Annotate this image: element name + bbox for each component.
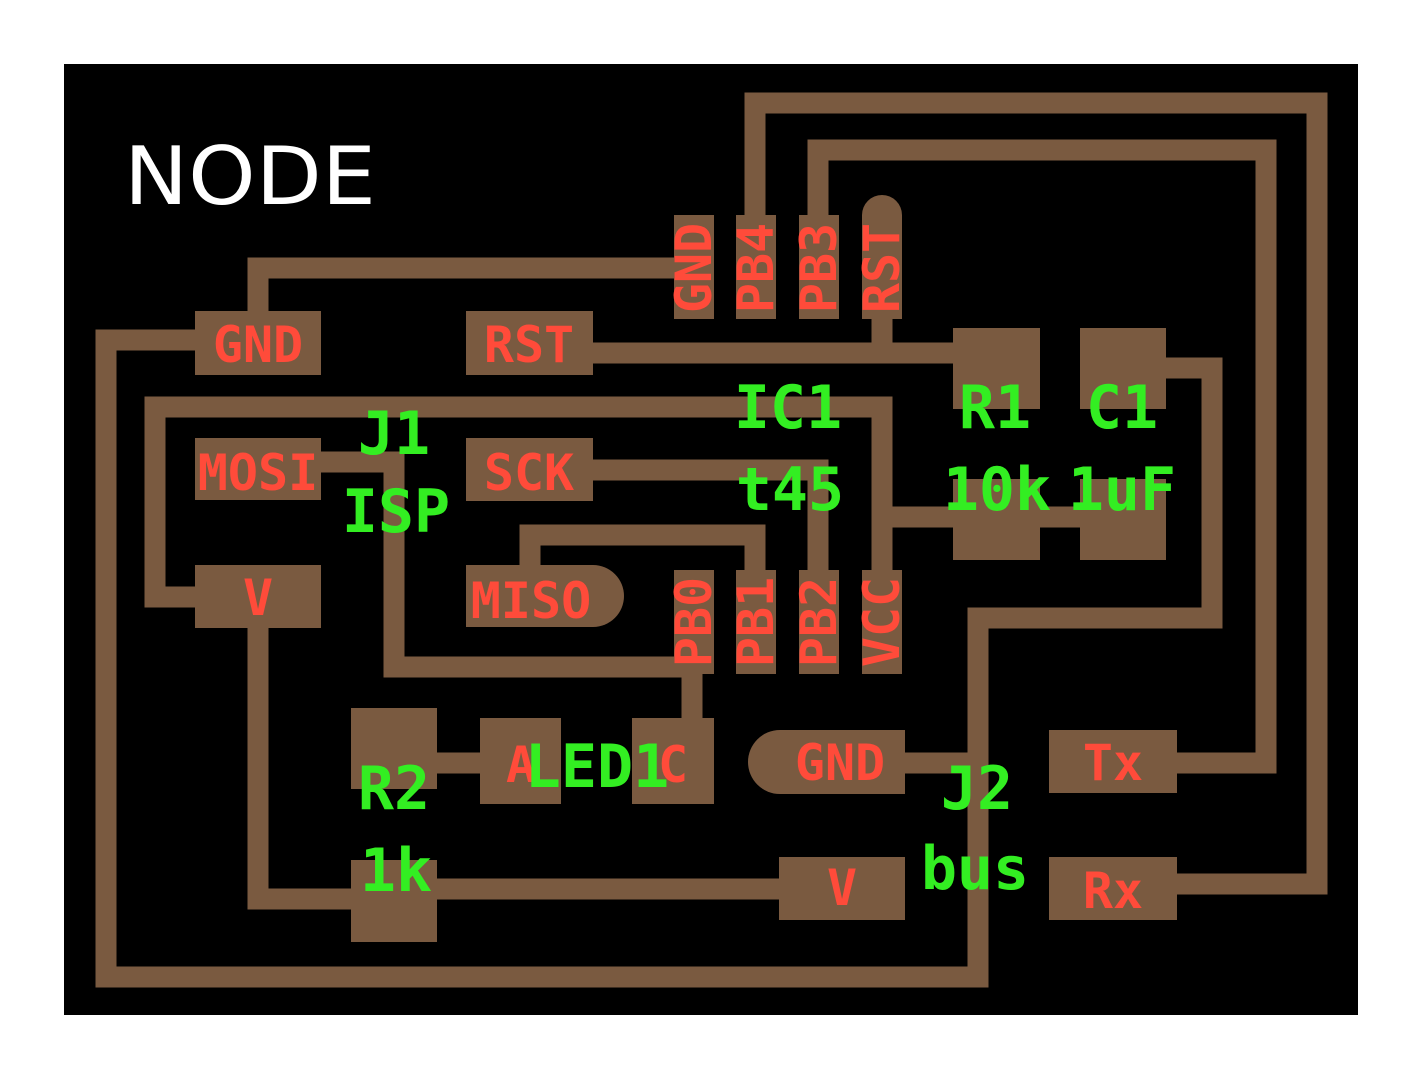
copper-traces [95, 92, 1328, 988]
pad-led-a [480, 718, 561, 804]
label-j2-ref: J2 [941, 754, 1013, 824]
label-c1-ref: C1 [1086, 373, 1158, 443]
label-j1-miso: MISO [471, 572, 591, 630]
label-led-a: A [506, 736, 536, 794]
label-j2-rx: Rx [1083, 862, 1143, 920]
label-ic-pb2: PB2 [790, 577, 848, 667]
part-labels: J1 ISP IC1 t45 R1 10k C1 1uF R2 1k LED1 … [342, 373, 1176, 906]
trace-sck-pb2 [560, 459, 829, 600]
label-j2-value: bus [921, 834, 1029, 904]
pad-ic-rst [862, 195, 902, 319]
pad-r2-top [351, 708, 437, 789]
pad-ic-pb4 [736, 215, 776, 319]
label-led-ref: LED1 [525, 732, 670, 802]
trace-gnd-bus-loop [95, 329, 1223, 988]
pad-ic-vcc [862, 570, 902, 674]
label-j1-ref: J1 [358, 399, 430, 469]
pad-r1-bottom [953, 479, 1040, 560]
label-j1-sck: SCK [484, 444, 574, 502]
pad-ic-pb3 [799, 215, 839, 319]
pad-c1-top [1080, 328, 1166, 409]
label-ic-pb0: PB0 [665, 577, 723, 667]
pad-j1-miso [466, 565, 624, 627]
label-j1-gnd: GND [213, 316, 303, 374]
trace-gnd-j1-to-ic [247, 257, 690, 330]
label-ic-gnd: GND [665, 223, 723, 313]
pad-ic-gnd [674, 215, 714, 319]
pad-ic-pb2 [799, 570, 839, 674]
label-c1-value: 1uF [1068, 455, 1176, 525]
trace-mosi-pb0 [300, 451, 703, 740]
label-j1-rst: RST [484, 316, 574, 374]
pad-j2-gnd [748, 730, 905, 794]
pad-j1-rst [466, 311, 593, 375]
trace-j1-v-r2 [247, 610, 390, 910]
pad-j2-v [779, 857, 905, 920]
copper-pads [195, 195, 1177, 942]
label-ic-rst: RST [853, 223, 911, 313]
pad-r2-bottom [351, 860, 437, 942]
label-j2-tx: Tx [1083, 734, 1143, 792]
label-j2-gnd: GND [795, 734, 885, 792]
board-title: NODE [124, 130, 376, 223]
label-j2-v: V [827, 859, 857, 917]
trace-vcc-j1 [144, 396, 893, 608]
pad-ic-pb0 [674, 570, 714, 674]
pad-j1-mosi [195, 438, 321, 500]
pad-j2-rx [1049, 857, 1177, 920]
pad-j2-tx [1049, 730, 1177, 793]
label-r1-ref: R1 [959, 373, 1031, 443]
label-ic-vcc: VCC [853, 577, 911, 667]
pad-led-c [632, 718, 714, 804]
trace-pb3-tx [807, 139, 1277, 774]
label-ic1-value: t45 [736, 455, 844, 525]
label-r2-value: 1k [360, 836, 432, 906]
pad-j1-sck [466, 438, 593, 501]
label-ic-pb1: PB1 [727, 577, 785, 667]
pad-r1-top [953, 328, 1040, 409]
label-r1-value: 10k [943, 455, 1051, 525]
label-j1-mosi: MOSI [198, 444, 318, 502]
label-ic-pb4: PB4 [727, 223, 785, 313]
pad-j1-v [195, 565, 321, 628]
trace-pb4-rx [744, 92, 1328, 895]
label-led-c: C [658, 736, 688, 794]
pad-labels: GND RST MOSI SCK V MISO GND PB4 PB3 RST … [198, 223, 1143, 920]
label-r2-ref: R2 [358, 754, 430, 824]
label-j1-value: ISP [342, 477, 450, 547]
pad-c1-bottom [1080, 479, 1166, 560]
label-j1-v: V [243, 569, 273, 627]
label-ic1-ref: IC1 [734, 373, 842, 443]
pad-ic-pb1 [736, 570, 776, 674]
pad-j1-gnd [195, 311, 321, 375]
label-ic-pb3: PB3 [790, 223, 848, 313]
